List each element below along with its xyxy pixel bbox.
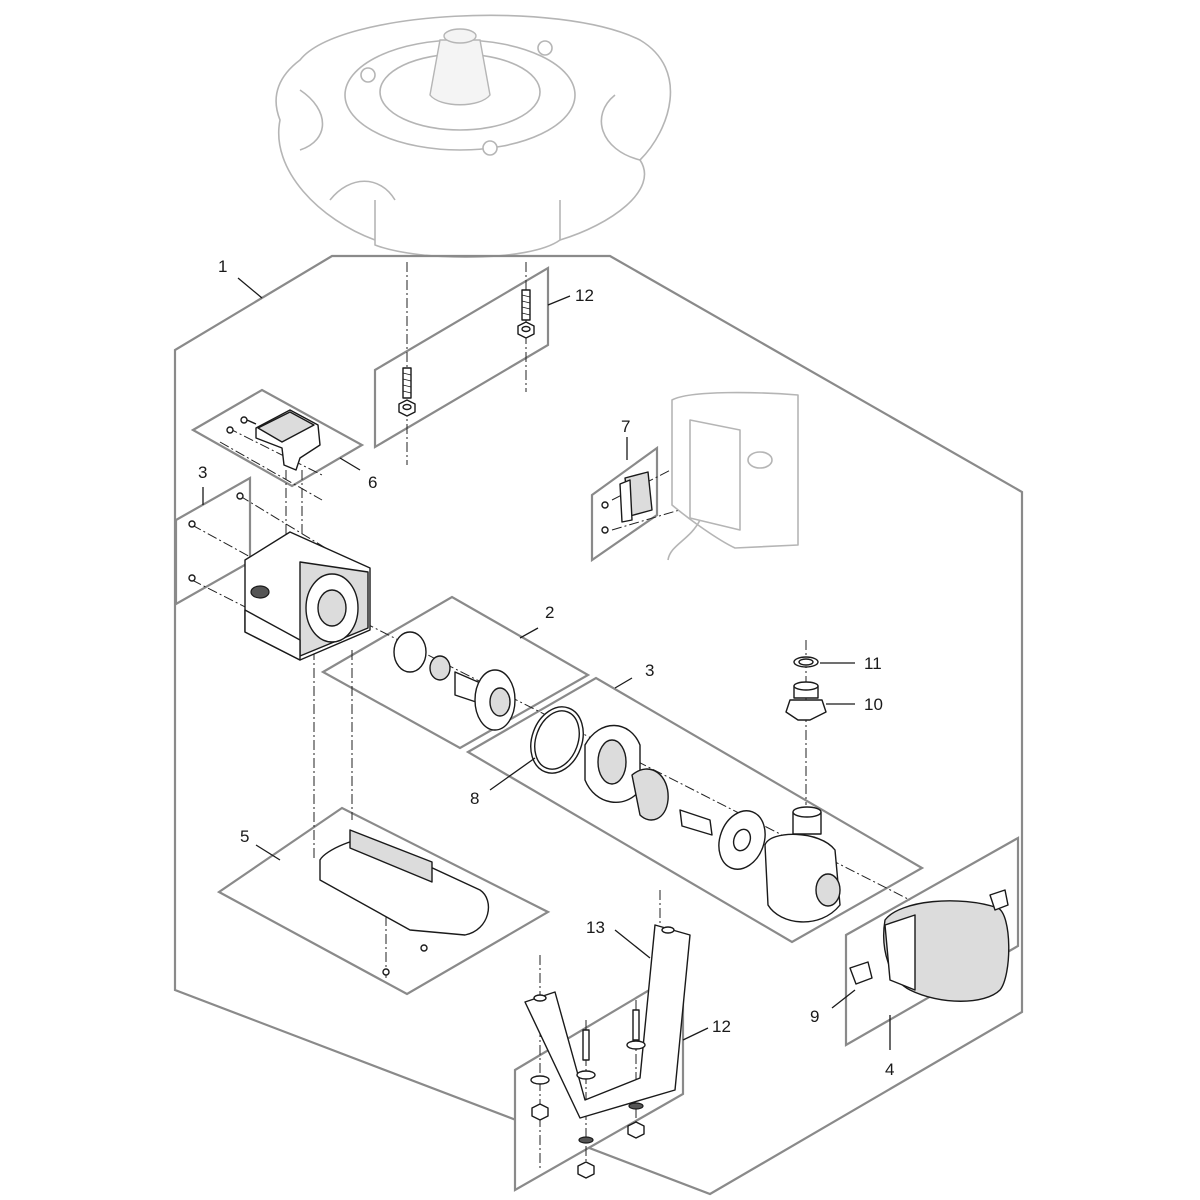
callout-2: 2 — [545, 603, 554, 622]
stud-bolt-right — [517, 289, 535, 339]
rotor-assembly — [393, 631, 516, 731]
callout-5: 5 — [240, 827, 249, 846]
callout-11: 11 — [864, 654, 882, 673]
fountain-float-ghost — [275, 14, 672, 258]
pump-head — [584, 724, 841, 923]
outlet-fitting — [785, 656, 827, 721]
callout-12-top: 12 — [575, 286, 594, 305]
callout-10: 10 — [864, 695, 883, 714]
cable-clamp — [601, 391, 799, 561]
callout-6: 6 — [368, 473, 377, 492]
callout-13: 13 — [586, 918, 605, 937]
callout-8: 8 — [470, 789, 479, 808]
stud-bolt-left — [398, 367, 416, 417]
callout-3-pump: 3 — [645, 661, 654, 680]
o-ring — [530, 706, 584, 774]
callout-1: 1 — [218, 257, 227, 276]
panel-12-bottom — [513, 968, 685, 1192]
callout-12-bottom: 12 — [712, 1017, 731, 1036]
panel-3-pump — [465, 676, 925, 944]
base-foot — [319, 829, 490, 976]
filter-housing — [849, 889, 1010, 1002]
mounting-bracket — [524, 924, 691, 1179]
panel-12-top — [373, 266, 550, 449]
switch-cover — [226, 409, 321, 471]
callout-7: 7 — [621, 417, 630, 436]
leader-lines — [202, 277, 891, 1050]
callout-labels: 1 2 3 3 4 5 6 7 8 9 10 11 12 12 13 — [198, 257, 894, 1079]
callout-9: 9 — [810, 1007, 819, 1026]
assembly-1-frame — [173, 254, 1024, 1196]
motor-housing — [188, 492, 371, 661]
callout-3-motor: 3 — [198, 463, 207, 482]
callout-4: 4 — [885, 1060, 894, 1079]
